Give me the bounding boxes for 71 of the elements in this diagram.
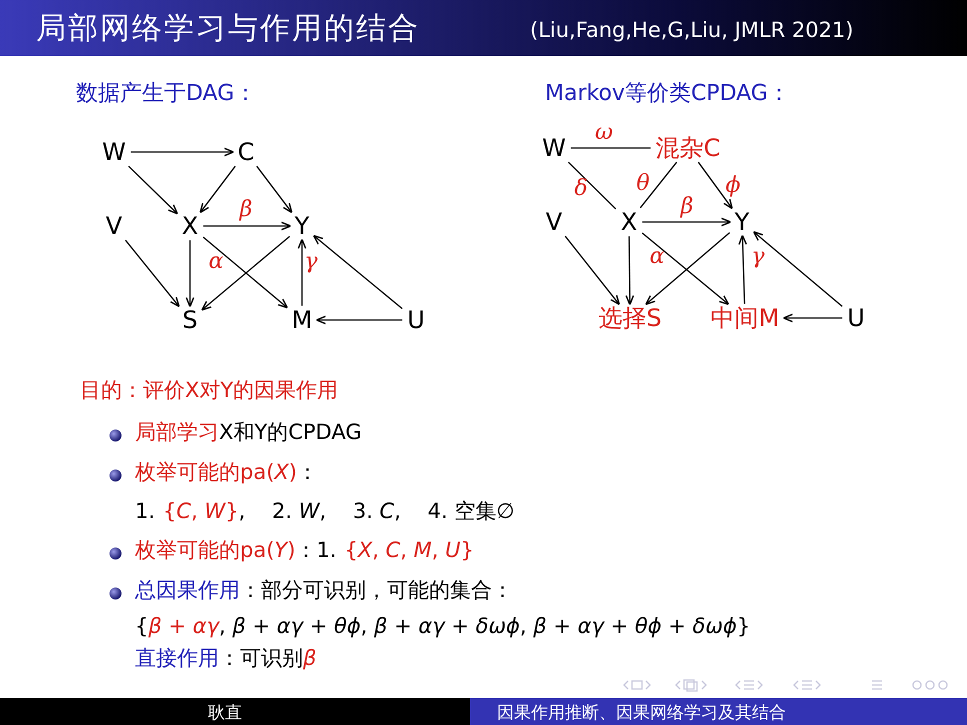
graph-node-label: S	[182, 306, 198, 334]
line	[570, 147, 651, 149]
edge-label: γ	[304, 251, 318, 273]
edge-label: ω	[595, 122, 613, 144]
text-span: 1.	[135, 499, 156, 523]
arrow	[564, 236, 620, 306]
graph-node-label: U	[847, 304, 865, 332]
arrow	[698, 162, 733, 210]
graph-node-label: V	[546, 208, 562, 236]
text-span: {C, W}	[163, 499, 239, 523]
edge-label: ϕ	[726, 175, 740, 197]
text-span: , β + αγ + θϕ, β + αγ + δωϕ, β + αγ + θϕ + δωϕ}	[219, 614, 750, 638]
graph-node-label: M	[292, 306, 312, 334]
text-span: ：可识别	[219, 646, 303, 670]
text-span: ：部分可识别，可能的集合：	[240, 578, 513, 602]
graph-node-label: Y	[734, 208, 750, 236]
arrow	[186, 240, 194, 308]
line	[640, 162, 678, 208]
arrow	[256, 166, 293, 214]
text-span: 局部学习	[135, 420, 219, 444]
arrow	[625, 236, 634, 306]
graph-node-label: V	[106, 212, 122, 240]
graph-node-label: U	[407, 306, 425, 334]
arrow	[782, 314, 842, 322]
graph-heading: Markov等价类CPDAG：	[545, 80, 790, 108]
edge-label: δ	[574, 178, 588, 200]
text-span: 总因果作用	[135, 578, 240, 602]
arrow	[738, 234, 748, 304]
arrow	[199, 166, 236, 214]
text-span: ：1.	[295, 538, 336, 562]
text-span: {X, C, M, U}	[344, 538, 474, 562]
graph-node-label: 选择S	[598, 304, 662, 332]
text-span: β	[303, 646, 316, 670]
graph-node-label: W	[102, 138, 126, 166]
text-span: 枚举可能的pa(Y)	[135, 538, 296, 562]
footer-author: 耿直	[208, 702, 242, 724]
edge-label: γ	[751, 246, 765, 268]
text-span: X和Y的CPDAG	[219, 420, 362, 444]
text-span: 目的：评价X对Y的因果作用	[80, 378, 338, 402]
arrow	[642, 218, 732, 226]
graph-node-label: C	[238, 138, 254, 166]
edge-label: θ	[636, 173, 650, 195]
arrow	[130, 148, 234, 156]
arrow	[128, 166, 178, 214]
graph-node-label: Y	[294, 212, 310, 240]
graph-node-label: 混杂C	[656, 134, 720, 162]
edge-label: α	[650, 246, 664, 268]
text-span: 枚举可能的pa(X)	[135, 460, 297, 484]
graph-node-label: 中间M	[710, 304, 780, 332]
edge-label: α	[208, 251, 224, 273]
arrow	[752, 231, 843, 307]
citation: (Liu,Fang,He,G,Liu, JMLR 2021)	[530, 18, 854, 42]
text-span: 直接作用	[135, 646, 219, 670]
edge-label: β	[680, 196, 694, 218]
slide-title: 局部网络学习与作用的结合	[36, 10, 420, 48]
line	[568, 162, 616, 210]
arrow	[316, 316, 402, 324]
footer-title: 因果作用推断、因果网络学习及其结合	[497, 702, 786, 724]
text-span: ：	[297, 460, 318, 484]
text-span: {	[135, 614, 148, 638]
edge-label: β	[240, 199, 252, 221]
graph-node-label: X	[620, 208, 638, 236]
text-span: β + αγ	[148, 614, 220, 638]
arrow	[124, 240, 180, 308]
graph-heading: 数据产生于DAG：	[76, 80, 256, 108]
arrow	[203, 222, 292, 230]
text-span: , 2. W, 3. C, 4. 空集∅	[238, 499, 515, 523]
graph-node-label: W	[542, 134, 566, 162]
arrow	[298, 238, 306, 306]
arrow	[312, 234, 403, 310]
graph-node-label: X	[182, 212, 198, 240]
